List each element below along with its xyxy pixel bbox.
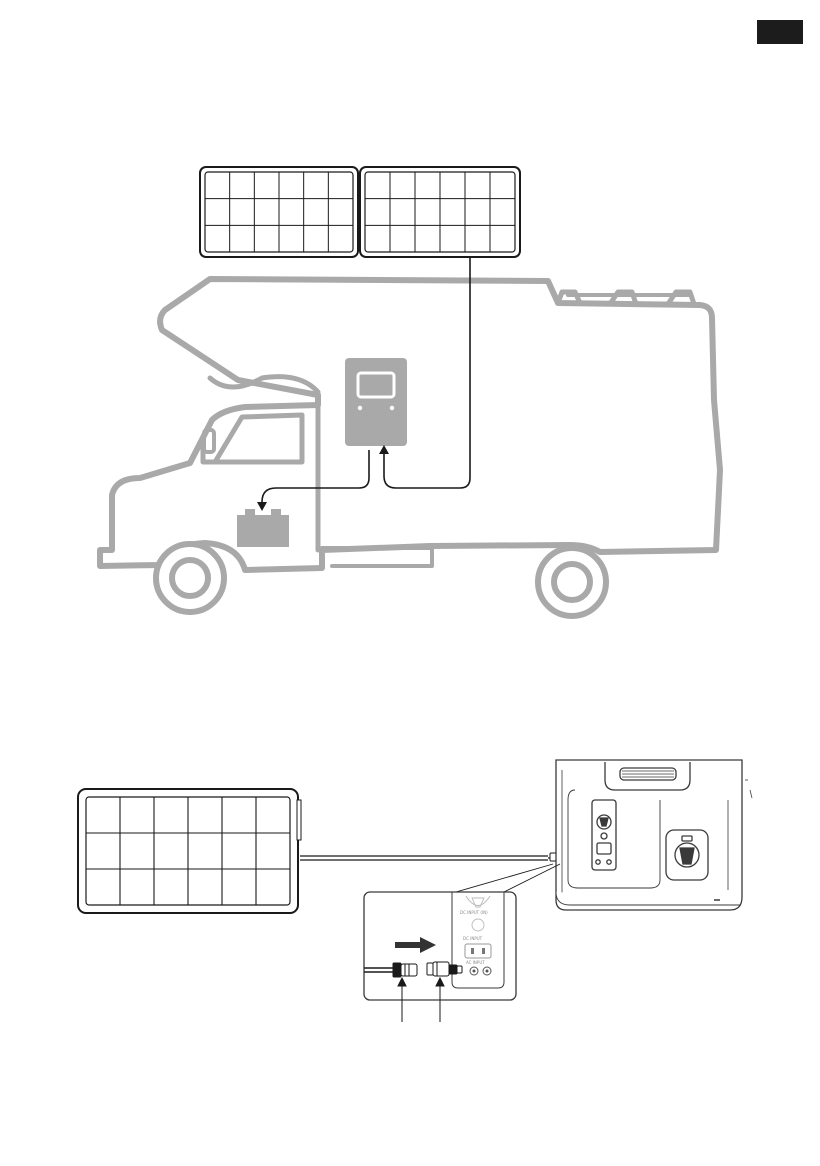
solar-panel-icon: [360, 167, 520, 257]
rv-solar-diagram: [100, 167, 720, 616]
cable: [300, 856, 556, 860]
direct-connection-diagram: DC INPUT (IN) DC INPUT AC INPUT: [78, 760, 752, 1022]
wheel-icon: [156, 544, 224, 612]
motorhome-icon: [100, 279, 720, 570]
power-station-icon: [556, 760, 752, 910]
power-station-icon: [345, 358, 407, 446]
wheel-icon: [538, 548, 606, 616]
port-label-ac-input: AC INPUT: [466, 960, 485, 965]
car-battery-icon: [237, 509, 289, 547]
solar-panel-icon: [78, 789, 301, 913]
solar-panel-icon: [200, 167, 358, 257]
port-label-dc-input-1: DC INPUT (IN): [460, 910, 488, 915]
callout-lines: [456, 864, 560, 894]
port-label-dc-input-2: DC INPUT: [463, 936, 483, 941]
